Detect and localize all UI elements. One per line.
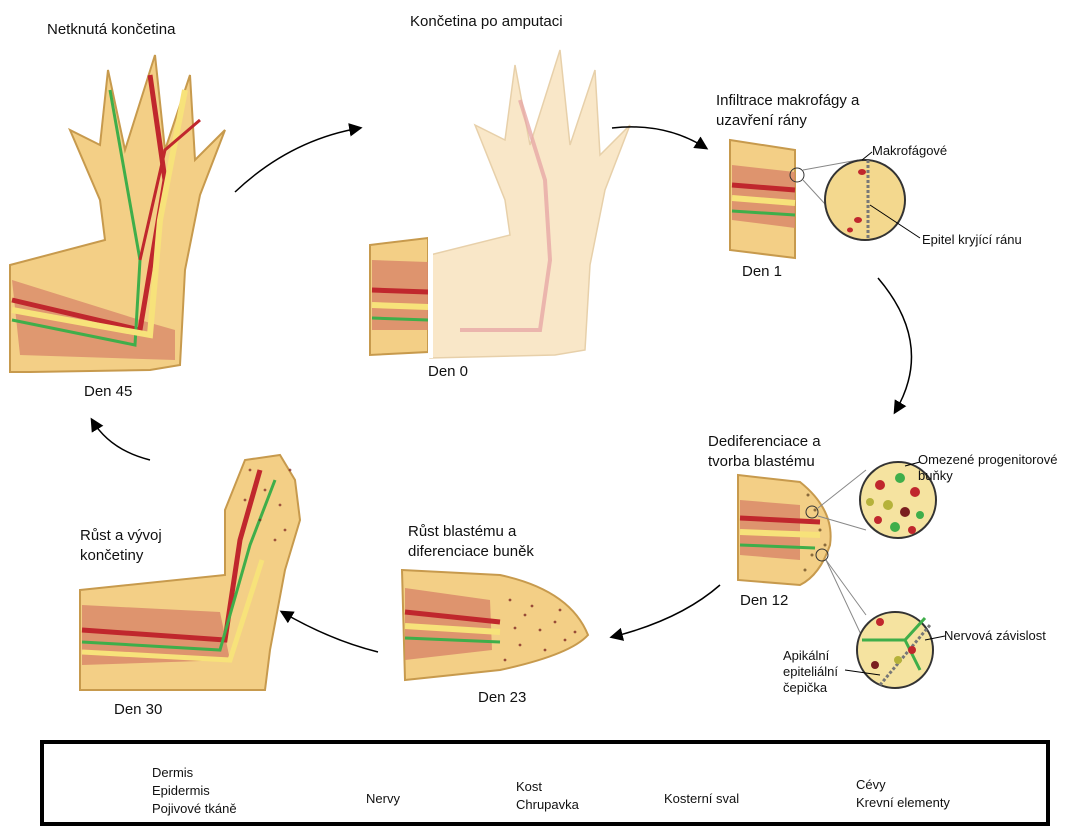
amputated-title: Končetina po amputaci	[410, 12, 563, 32]
legend-muscle: Kosterní sval	[664, 790, 739, 807]
legend-vessels-line1: Cévy	[856, 776, 886, 793]
intact-title: Netknutá končetina	[47, 20, 175, 40]
arrow-day23-to-day30	[282, 612, 378, 652]
arrow-day12-to-day23	[612, 585, 720, 637]
callout-cap-line2: epiteliální	[783, 664, 838, 680]
legend-bone-line1: Kost	[516, 778, 542, 795]
legend-skin-line2: Epidermis	[152, 782, 210, 799]
legend-bone-line2: Chrupavka	[516, 796, 579, 813]
day30-title-line1: Růst a vývoj	[80, 526, 162, 546]
day30-day: Den 30	[114, 700, 162, 720]
legend-skin-line3: Pojivové tkáně	[152, 800, 237, 817]
day1-title-line1: Infiltrace makrofágy a	[716, 91, 859, 111]
day23-title-line1: Růst blastému a	[408, 522, 516, 542]
nerve-zoom	[845, 612, 945, 688]
callout-progenitor-line1: Omezené progenitorové	[918, 452, 1057, 468]
amputated-day: Den 0	[428, 362, 468, 382]
macrophage-zoom	[825, 152, 920, 240]
callout-cap-line1: Apikální	[783, 648, 829, 664]
day12-title-line1: Dediferenciace a	[708, 432, 821, 452]
legend-vessels-line2: Krevní elementy	[856, 794, 950, 811]
day30-limb	[80, 455, 300, 690]
arrow-day1-to-day12	[878, 278, 911, 412]
day23-title-line2: diferenciace buněk	[408, 542, 534, 562]
day23-limb	[402, 570, 588, 680]
callout-macrophages: Makrofágové	[872, 143, 947, 159]
legend-skin-line1: Dermis	[152, 764, 193, 781]
callout-cap-line3: čepička	[783, 680, 827, 696]
callout-wound-epithelium: Epitel kryjící ránu	[922, 232, 1022, 248]
day12-title-line2: tvorba blastému	[708, 452, 815, 472]
arrow-intact-to-amputated	[235, 128, 360, 192]
day12-day: Den 12	[740, 591, 788, 611]
arrow-day30-to-intact	[92, 420, 150, 460]
legend-nerves: Nervy	[366, 790, 400, 807]
intact-day: Den 45	[84, 382, 132, 402]
intact-limb	[10, 55, 225, 372]
callout-progenitor-line2: buňky	[918, 468, 953, 484]
day30-title-line2: končetiny	[80, 546, 143, 566]
day1-title-line2: uzavření rány	[716, 111, 807, 131]
callout-nerve-dependence: Nervová závislost	[944, 628, 1046, 644]
day23-day: Den 23	[478, 688, 526, 708]
day1-day: Den 1	[742, 262, 782, 282]
amputated-limb	[370, 50, 630, 358]
